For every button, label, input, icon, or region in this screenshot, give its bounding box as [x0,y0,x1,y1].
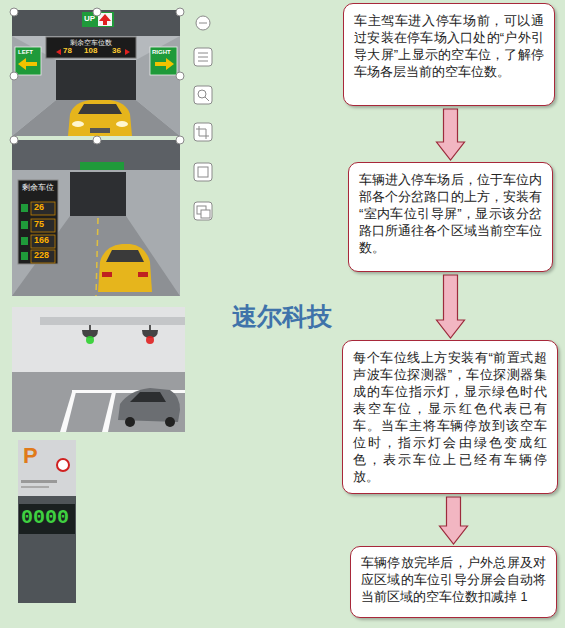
box-text: 车辆停放完毕后，户外总屏及对应区域的车位引导分屏会自动将当前区域的空车位数扣减掉… [361,555,546,606]
bay-sign-photo [18,440,76,603]
flow-arrow [440,497,468,544]
box-text: 车辆进入停车场后，位于车位内部各个分岔路口的上方，安装有“室内车位引导屏”，显示… [359,171,542,256]
process-box: 车辆停放完毕后，户外总屏及对应区域的车位引导分屏会自动将当前区域的空车位数扣减掉… [350,546,557,618]
display-number: 75 [34,220,44,230]
sign-text: UP [84,15,95,24]
process-box: 车辆进入停车场后，位于车位内部各个分岔路口的上方，安装有“室内车位引导屏”，显示… [348,162,553,272]
detector-photo [12,307,185,432]
sign-title: 剩余车位 [22,184,54,193]
display-number: 228 [34,251,49,261]
display-number: 26 [34,203,44,213]
display-number: 166 [34,236,49,246]
display-number: 0000 [21,507,69,529]
box-text: 每个车位线上方安装有“前置式超声波车位探测器”，车位探测器集成的车位指示灯，显示… [353,349,547,485]
flow-arrow [437,275,465,338]
flow-arrow [437,109,465,160]
parking-symbol: P [23,444,38,468]
display-number: 78 [63,47,72,56]
sign-title: 剩余空车位数 [70,39,112,47]
display-number: 36 [112,47,121,56]
sign-text: RIGHT [152,49,171,56]
entrance-photo [12,10,180,136]
sign-text: LEFT [18,49,33,56]
box-text: 车主驾车进入停车场前，可以通过安装在停车场入口处的“户外引导大屏”上显示的空车位… [354,12,544,80]
indoor-photo [12,140,180,296]
display-number: 108 [84,47,97,56]
process-box: 每个车位线上方安装有“前置式超声波车位探测器”，车位探测器集成的车位指示灯，显示… [342,340,558,494]
watermark: 速尔科技 [232,303,332,331]
editor-toolbar [10,8,212,220]
process-box: 车主驾车进入停车场前，可以通过安装在停车场入口处的“户外引导大屏”上显示的空车位… [343,3,555,106]
